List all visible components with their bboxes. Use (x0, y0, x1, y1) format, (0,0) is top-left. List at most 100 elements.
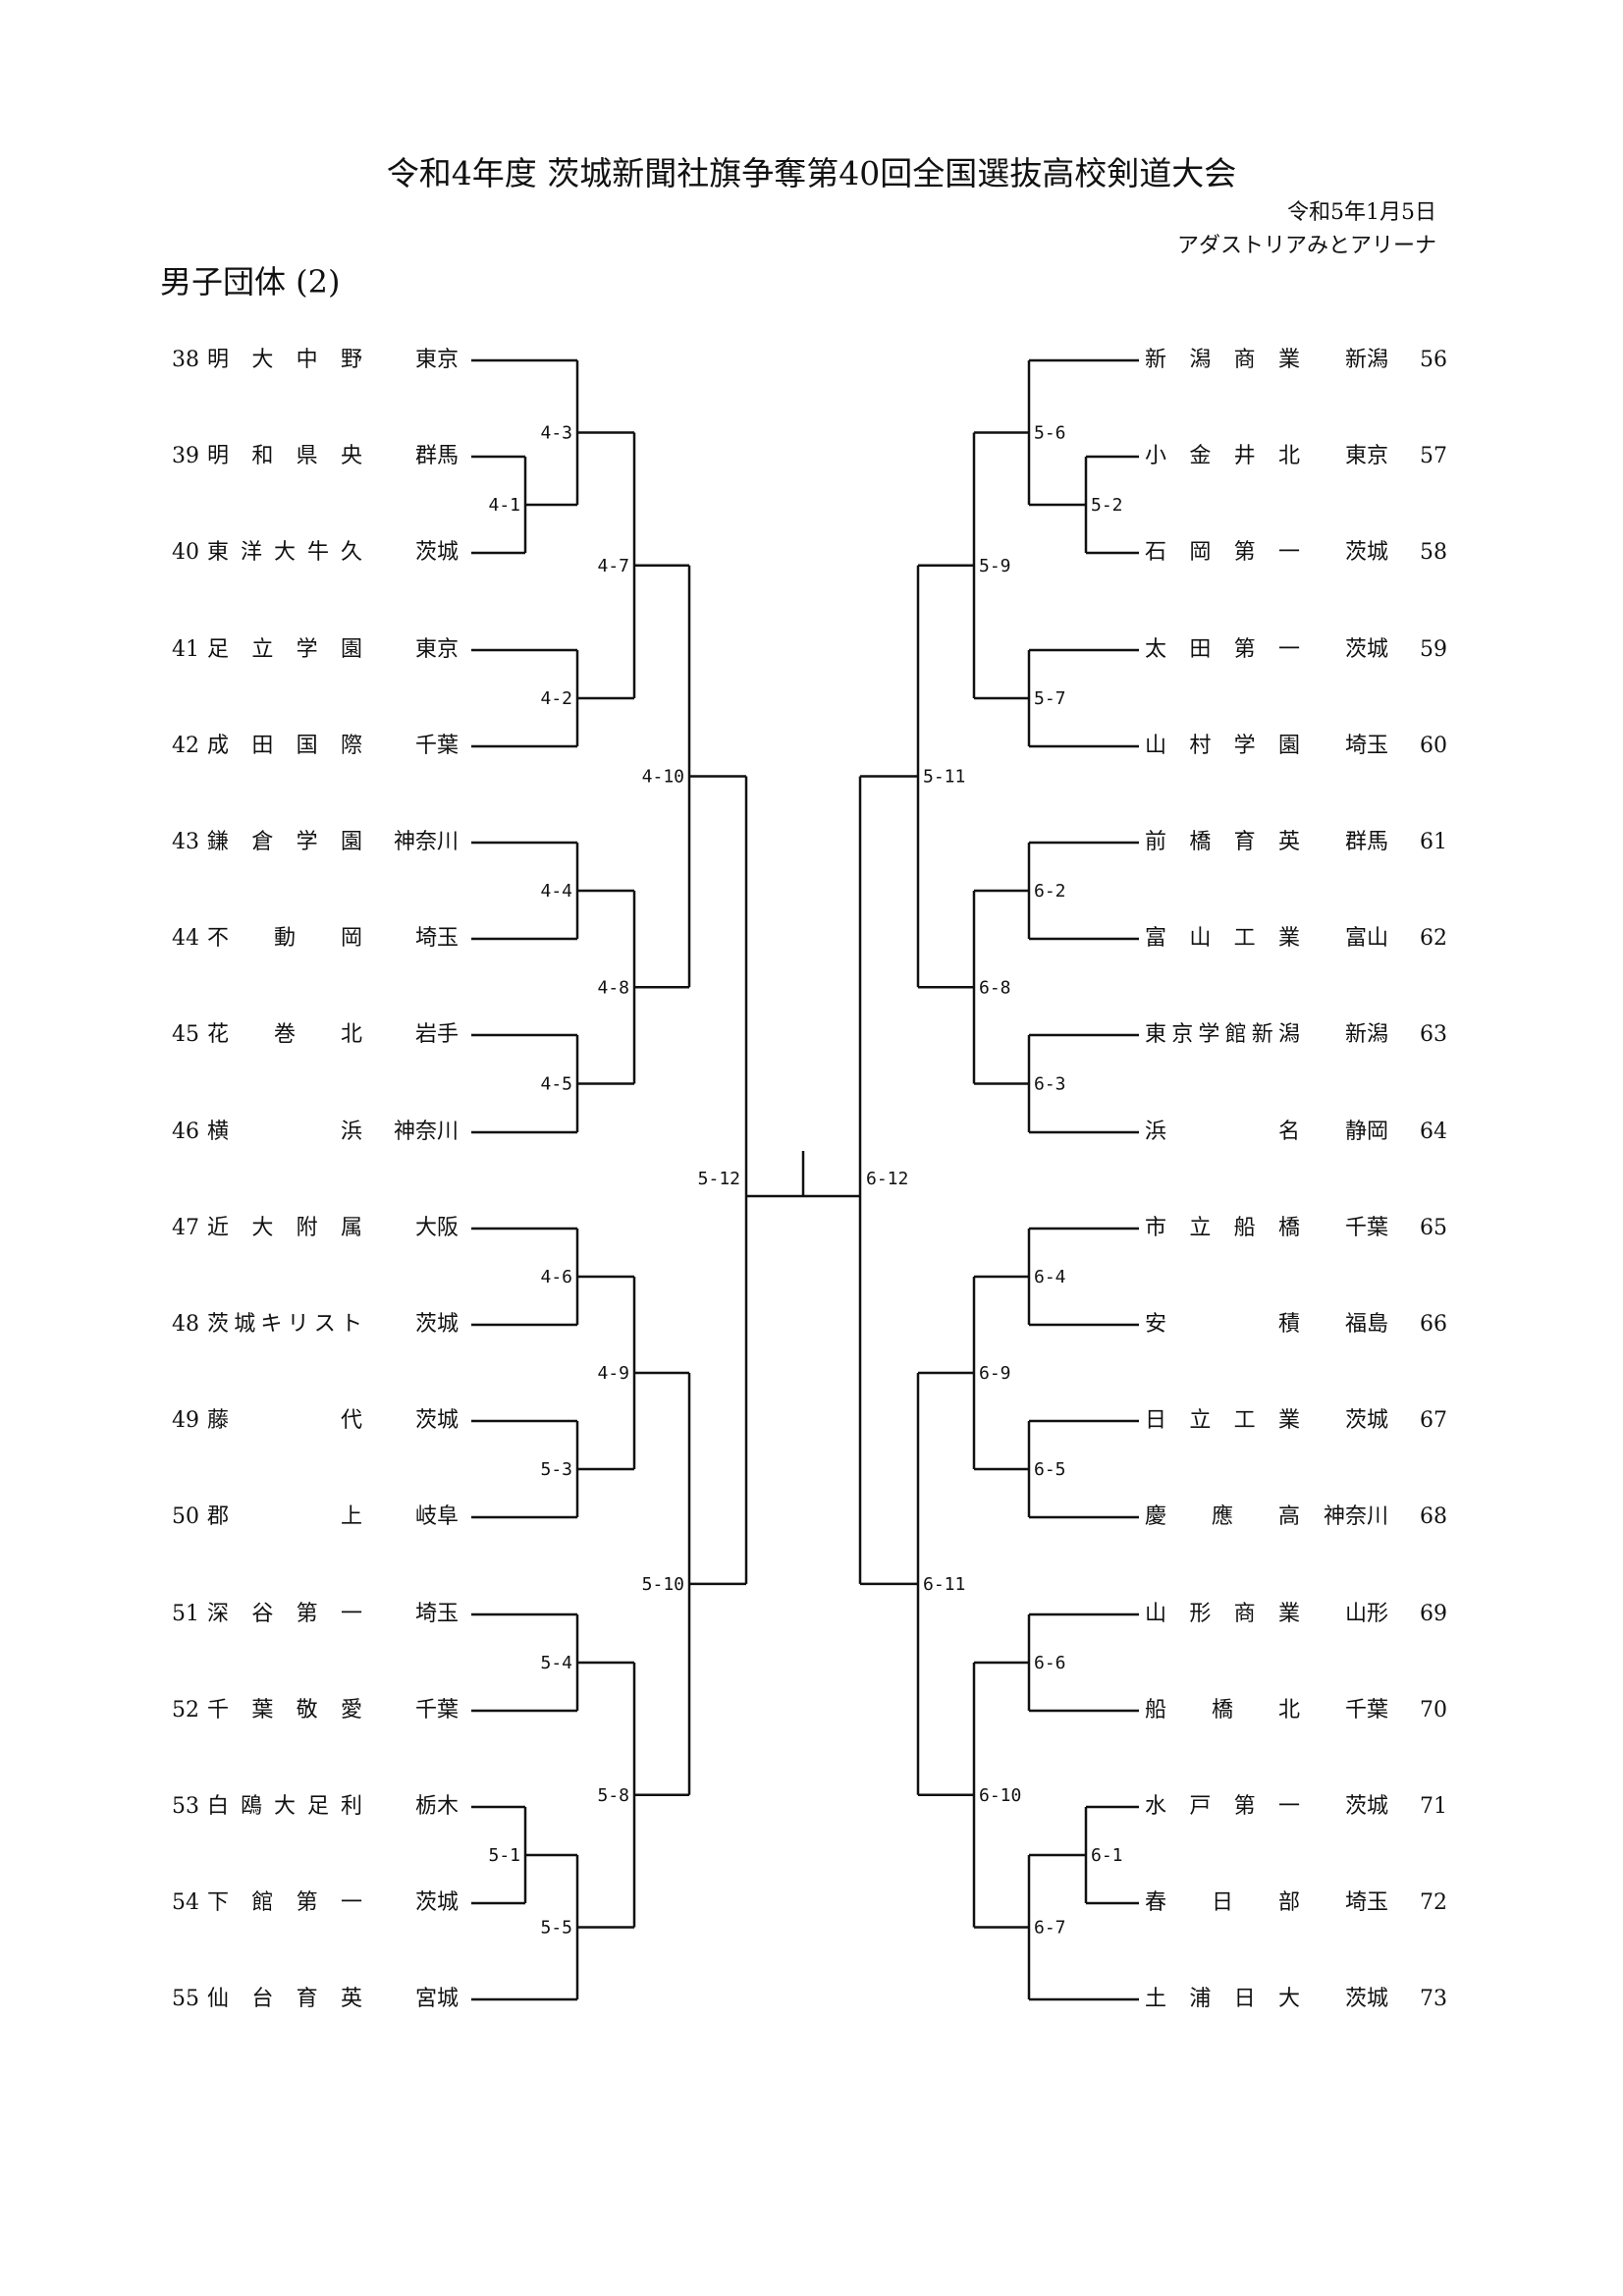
team-prefecture: 岐阜 (414, 1504, 459, 1529)
match-label: 6-2 (1034, 881, 1066, 902)
match-label: 4-6 (540, 1267, 572, 1287)
team-number: 57 (1420, 444, 1447, 468)
match-label: 6-3 (1034, 1074, 1066, 1095)
match-label: 5-1 (488, 1845, 520, 1866)
match-label: 6-8 (979, 977, 1011, 998)
team-prefecture: 茨城 (414, 1408, 459, 1433)
team-prefecture: 茨城 (1344, 637, 1388, 662)
team-prefecture: 茨城 (414, 1312, 459, 1337)
team-number: 68 (1420, 1504, 1447, 1529)
team-number: 43 (172, 830, 199, 854)
match-label: 6-1 (1091, 1845, 1123, 1866)
match-label: 5-8 (597, 1785, 629, 1806)
team-number: 38 (172, 348, 199, 372)
team-name: 富山工業 (1145, 926, 1300, 951)
team-number: 45 (172, 1022, 199, 1047)
team-number: 48 (172, 1312, 199, 1337)
team-number: 47 (172, 1216, 199, 1240)
team-number: 69 (1420, 1602, 1447, 1626)
team-prefecture: 茨城 (414, 1890, 459, 1915)
team-name: 市立船橋 (1145, 1216, 1300, 1240)
team-name: 山村学園 (1145, 734, 1300, 758)
match-label: 6-7 (1034, 1918, 1066, 1939)
team-prefecture: 群馬 (414, 444, 459, 468)
match-label: 6-11 (923, 1574, 965, 1595)
team-row-left: 50 郡上 岐阜 (172, 1503, 459, 1532)
team-number: 66 (1420, 1312, 1447, 1337)
match-label: 5-10 (642, 1574, 684, 1595)
team-number: 64 (1420, 1120, 1447, 1144)
team-name: 足立学園 (207, 637, 362, 662)
team-number: 55 (172, 1987, 199, 2011)
team-name: 春日部 (1145, 1890, 1300, 1915)
team-number: 65 (1420, 1216, 1447, 1240)
team-number: 52 (172, 1698, 199, 1722)
team-name: 東洋大牛久 (207, 540, 362, 565)
team-prefecture: 神奈川 (393, 830, 459, 854)
team-name: 浜名 (1145, 1120, 1300, 1144)
team-prefecture: 茨城 (1344, 1987, 1388, 2011)
team-name: 安積 (1145, 1312, 1300, 1337)
team-name: 土浦日大 (1145, 1987, 1300, 2011)
team-name: 山形商業 (1145, 1602, 1300, 1626)
team-prefecture: 埼玉 (414, 926, 459, 951)
team-number: 58 (1420, 540, 1447, 565)
team-prefecture: 千葉 (414, 734, 459, 758)
team-prefecture: 茨城 (1344, 1794, 1388, 1819)
team-number: 62 (1420, 926, 1447, 951)
section-title: 男子団体 (2) (160, 263, 341, 301)
team-name: 日立工業 (1145, 1408, 1300, 1433)
team-name: 明大中野 (207, 348, 362, 372)
team-name: 白鴎大足利 (207, 1794, 362, 1819)
match-label: 6-6 (1034, 1653, 1066, 1673)
team-name: 茨城キリスト (207, 1312, 362, 1337)
team-prefecture: 静岡 (1344, 1120, 1388, 1144)
team-number: 61 (1420, 830, 1447, 854)
team-name: 水戸第一 (1145, 1794, 1300, 1819)
team-number: 70 (1420, 1698, 1447, 1722)
team-prefecture: 岩手 (414, 1022, 459, 1047)
match-label: 4-2 (540, 688, 572, 709)
match-label: 6-10 (979, 1785, 1021, 1806)
match-label: 4-4 (540, 881, 572, 902)
team-name: 小金井北 (1145, 444, 1300, 468)
team-prefecture: 埼玉 (1344, 1890, 1388, 1915)
match-label: 5-12 (698, 1169, 740, 1189)
team-prefecture: 群馬 (1344, 830, 1388, 854)
team-name: 新潟商業 (1145, 348, 1300, 372)
match-label: 4-1 (488, 495, 520, 516)
match-label: 4-3 (540, 423, 572, 444)
page-title: 令和4年度 茨城新聞社旗争奪第40回全国選抜高校剣道大会 (386, 154, 1237, 192)
team-name: 横浜 (207, 1120, 362, 1144)
match-label: 6-12 (866, 1169, 908, 1189)
team-prefecture: 神奈川 (1323, 1504, 1388, 1529)
team-number: 39 (172, 444, 199, 468)
match-label: 5-6 (1034, 423, 1066, 444)
team-prefecture: 埼玉 (414, 1602, 459, 1626)
match-label: 4-5 (540, 1074, 572, 1095)
team-prefecture: 東京 (1344, 444, 1388, 468)
team-prefecture: 千葉 (1344, 1698, 1388, 1722)
team-number: 53 (172, 1794, 199, 1819)
team-name: 郡上 (207, 1504, 362, 1529)
team-number: 59 (1420, 637, 1447, 662)
team-prefecture: 茨城 (1344, 540, 1388, 565)
team-name: 船橋北 (1145, 1698, 1300, 1722)
team-number: 50 (172, 1504, 199, 1529)
